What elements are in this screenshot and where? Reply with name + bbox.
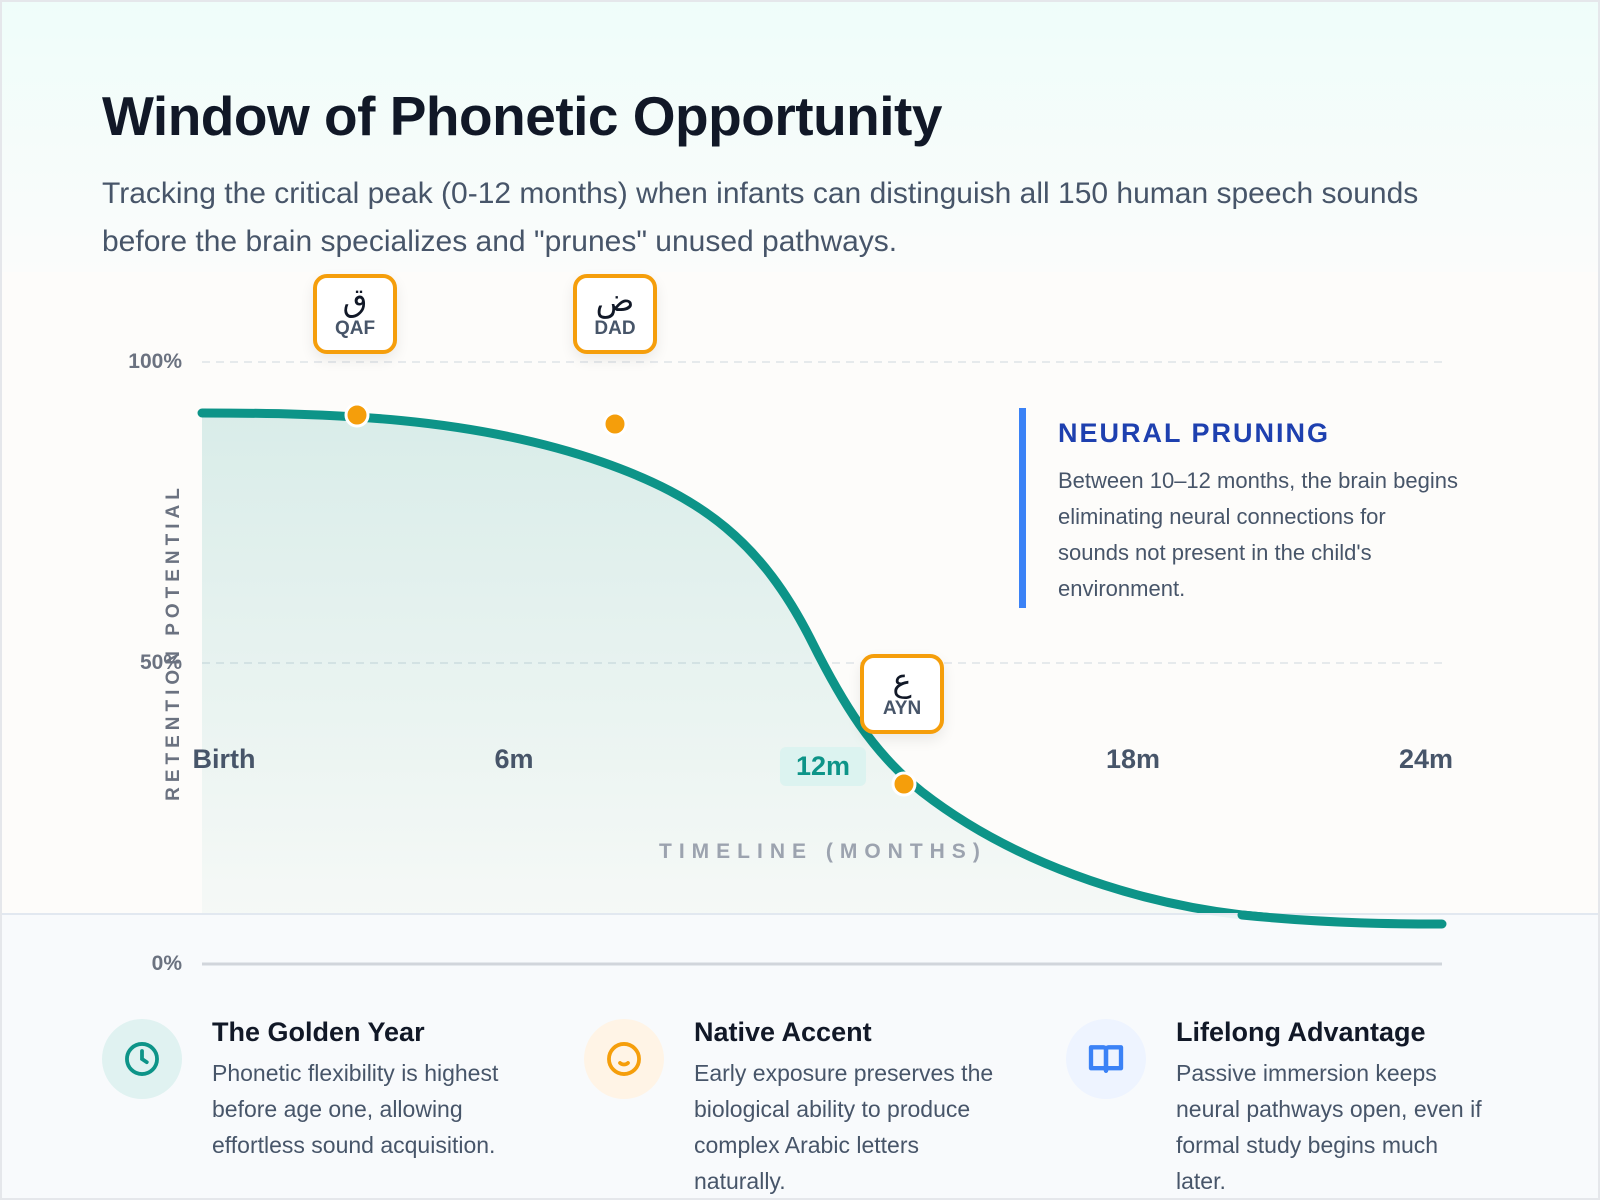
x-tick-24m: 24m — [1398, 744, 1454, 774]
y-tick-100: 100% — [128, 350, 182, 373]
neural-pruning-callout: NEURAL PRUNING Between 10–12 months, the… — [1019, 408, 1459, 608]
callout-body: Between 10–12 months, the brain begins e… — [1058, 468, 1458, 601]
letter-badge-ayn[interactable]: ع AYN — [860, 654, 944, 734]
callout-title: NEURAL PRUNING — [1058, 418, 1331, 448]
x-tick-6m: 6m — [494, 744, 534, 774]
feature-title: Lifelong Advantage — [1176, 1017, 1426, 1047]
x-axis-label: TIMELINE (MONTHS) — [659, 840, 987, 863]
letter-badge-qaf[interactable]: ق QAF — [313, 274, 397, 354]
clock-icon — [102, 1019, 182, 1099]
page-title: Window of Phonetic Opportunity — [102, 85, 942, 147]
x-tick-18m: 18m — [1105, 744, 1161, 774]
qaf-marker-dot[interactable] — [344, 402, 370, 428]
letter-badge-dad[interactable]: ض DAD — [573, 274, 657, 354]
arabic-letter-glyph: ق — [342, 281, 368, 319]
x-tick-12m-highlight: 12m — [779, 747, 867, 786]
x-tick-birth: Birth — [192, 744, 256, 774]
book-icon — [1066, 1019, 1146, 1099]
arabic-letter-glyph: ع — [892, 661, 912, 699]
letter-name: DAD — [594, 318, 636, 339]
page-subtitle: Tracking the critical peak (0-12 months)… — [102, 177, 1419, 258]
ayn-marker-dot[interactable] — [891, 771, 917, 797]
retention-area — [202, 413, 1442, 964]
features-footer: The Golden Year Phonetic flexibility is … — [2, 913, 1598, 1198]
arabic-letter-glyph: ض — [595, 281, 635, 319]
y-tick-50: 50% — [139, 651, 182, 674]
feature-body: Phonetic flexibility is highest before a… — [212, 1060, 499, 1158]
feature-title: Native Accent — [694, 1017, 872, 1047]
header-background — [2, 2, 1598, 272]
y-axis-label: RETENTION POTENTIAL — [163, 483, 184, 801]
feature-body: Early exposure preserves the biological … — [694, 1060, 994, 1194]
smile-icon — [584, 1019, 664, 1099]
y-tick-0-overlay: 0% — [151, 952, 182, 975]
feature-body: Passive immersion keeps neural pathways … — [1176, 1060, 1482, 1194]
dad-marker-dot[interactable] — [602, 411, 628, 437]
letter-name: QAF — [334, 318, 376, 339]
feature-title: The Golden Year — [212, 1017, 425, 1047]
letter-name: AYN — [882, 698, 922, 719]
